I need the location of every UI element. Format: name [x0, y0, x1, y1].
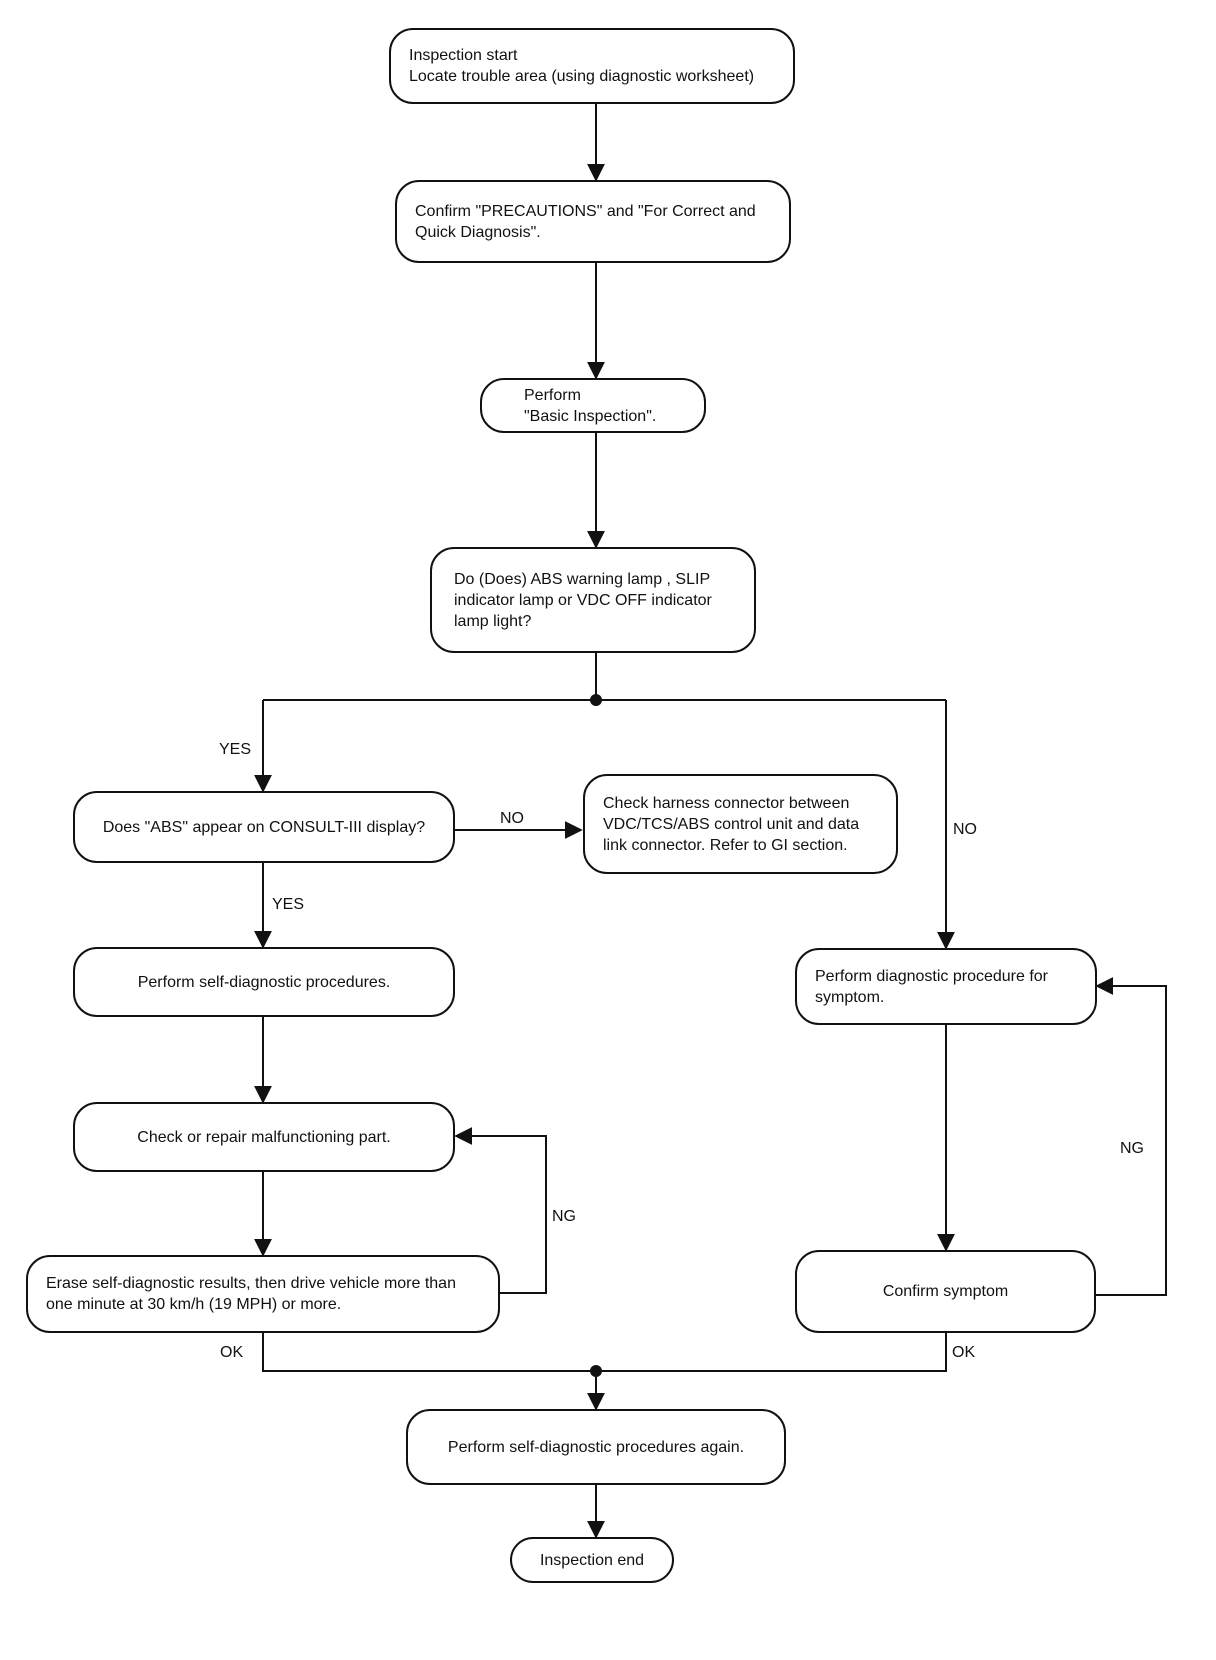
junction-dot-merge	[590, 1365, 602, 1377]
label-ng-right: NG	[1120, 1140, 1144, 1157]
node-symptom-procedure: Perform diagnostic procedure for symptom…	[795, 948, 1097, 1025]
label-yes-lamp: YES	[219, 741, 252, 758]
label-no-abs: NO	[500, 810, 524, 827]
node-lamp-question: Do (Does) ABS warning lamp , SLIP indica…	[430, 547, 756, 653]
junction-dot-branch	[590, 694, 602, 706]
node-confirm-precautions: Confirm "PRECAUTIONS" and "For Correct a…	[395, 180, 791, 263]
label-ok-left: OK	[220, 1344, 244, 1361]
node-inspection-end: Inspection end	[510, 1537, 674, 1583]
node-abs-question: Does "ABS" appear on CONSULT-III display…	[73, 791, 455, 863]
arrow-ng-loop-right	[1095, 977, 1167, 1296]
label-no-lamp: NO	[953, 821, 977, 838]
node-self-diagnostic-again: Perform self-diagnostic procedures again…	[406, 1409, 786, 1485]
node-confirm-symptom: Confirm symptom	[795, 1250, 1096, 1333]
node-inspection-start: Inspection start Locate trouble area (us…	[389, 28, 795, 104]
node-basic-inspection: Perform "Basic Inspection".	[480, 378, 706, 433]
node-check-repair: Check or repair malfunctioning part.	[73, 1102, 455, 1172]
arrow-ng-loop-left	[454, 1127, 547, 1294]
label-ok-right: OK	[952, 1344, 976, 1361]
label-yes-abs: YES	[272, 896, 305, 913]
node-check-harness: Check harness connector between VDC/TCS/…	[583, 774, 898, 874]
line-ok-left	[262, 1333, 596, 1372]
label-ng-left: NG	[552, 1208, 576, 1225]
line-ok-right	[596, 1333, 947, 1372]
node-self-diagnostic: Perform self-diagnostic procedures.	[73, 947, 455, 1017]
node-erase-results: Erase self-diagnostic results, then driv…	[26, 1255, 500, 1333]
